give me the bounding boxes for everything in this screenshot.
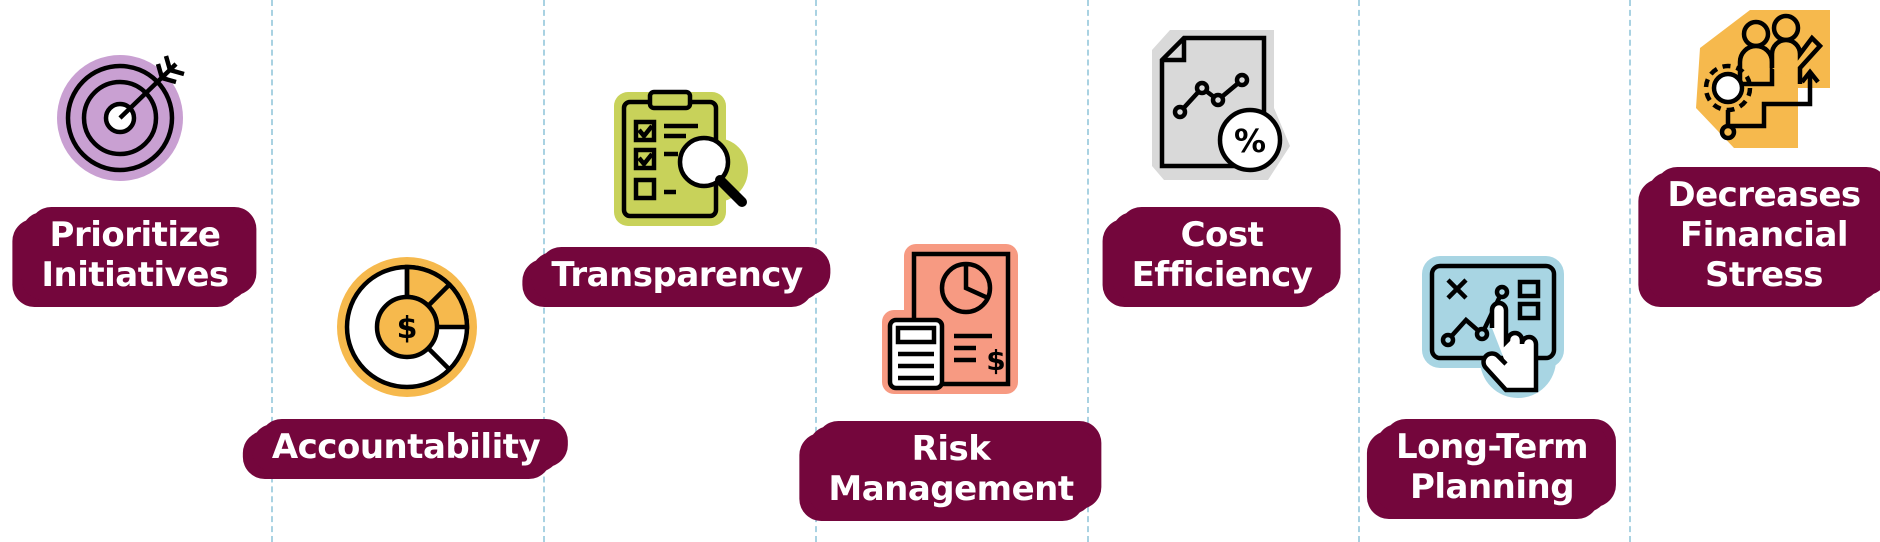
label-cost-efficiency: Cost Efficiency	[1111, 212, 1333, 300]
column-divider	[271, 0, 273, 542]
report-calculator-icon: $	[880, 244, 1022, 396]
checklist-magnifier-icon	[612, 80, 754, 228]
label-decreases-financial-stress: Decreases Financial Stress	[1647, 172, 1880, 300]
dollar-donut-chart-icon: $	[336, 256, 478, 398]
column-divider	[1087, 0, 1089, 542]
label-accountability: Accountability	[251, 424, 561, 472]
label-prioritize-initiatives: Prioritize Initiatives	[21, 212, 249, 300]
strategy-board-hand-icon	[1422, 256, 1564, 398]
column-divider	[1358, 0, 1360, 542]
svg-text:$: $	[397, 311, 418, 346]
svg-text:%: %	[1234, 122, 1266, 160]
label-long-term-planning: Long-Term Planning	[1375, 424, 1609, 512]
label-risk-management: Risk Management	[808, 426, 1094, 514]
target-arrow-icon	[57, 52, 192, 186]
team-gear-growth-icon	[1694, 8, 1834, 150]
label-transparency: Transparency	[531, 252, 823, 300]
document-percent-icon: %	[1150, 26, 1296, 184]
column-divider	[1629, 0, 1631, 542]
svg-text:$: $	[986, 344, 1005, 377]
